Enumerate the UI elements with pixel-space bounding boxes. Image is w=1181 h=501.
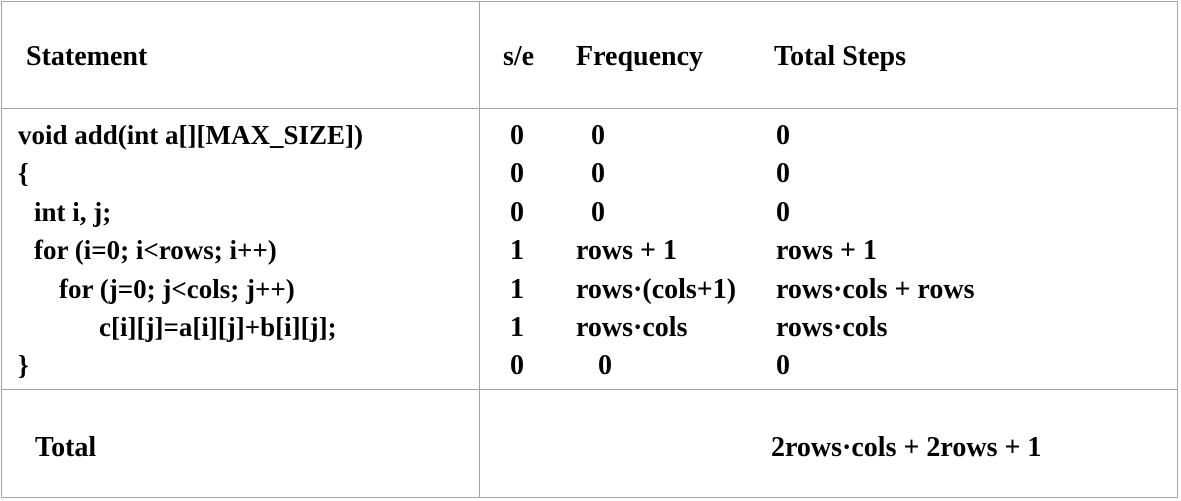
table-row-statement: void add(int a[][MAX_SIZE]) (18, 120, 364, 150)
total-label: Total (35, 432, 97, 463)
table-row-statement: } (18, 350, 29, 380)
table-row-total: 0 (776, 120, 790, 151)
table-row-frequency: rows + 1 (576, 235, 677, 266)
table-row-frequency: 0 (591, 120, 605, 151)
column-divider (479, 1, 480, 498)
table-row-frequency: 0 (591, 158, 605, 189)
total-value: 2rows·cols + 2rows + 1 (771, 432, 1042, 463)
header-divider (1, 108, 1178, 109)
table-row-se: 1 (510, 312, 524, 343)
table-row-statement: for (j=0; j<cols; j++) (59, 274, 295, 304)
table-row-total: rows·cols + rows (776, 274, 975, 305)
table-row-frequency: rows·(cols+1) (576, 274, 737, 305)
table-row-total: 0 (776, 350, 790, 381)
table-row-frequency: 0 (598, 350, 612, 381)
table-row-statement: int i, j; (34, 197, 112, 227)
table-row-se: 1 (510, 235, 524, 266)
table-row-se: 0 (510, 197, 524, 228)
header-frequency: Frequency (576, 41, 704, 72)
header-total-steps: Total Steps (774, 41, 907, 72)
table-row-statement: c[i][j]=a[i][j]+b[i][j]; (99, 312, 337, 342)
table-row-frequency: rows·cols (576, 312, 688, 343)
header-statement: Statement (26, 41, 148, 72)
footer-divider (1, 389, 1178, 390)
table-row-statement: { (18, 158, 29, 188)
table-row-total: 0 (776, 158, 790, 189)
table-row-total: 0 (776, 197, 790, 228)
table-row-se: 0 (510, 120, 524, 151)
table-row-frequency: 0 (591, 197, 605, 228)
header-se: s/e (503, 41, 535, 72)
table-row-se: 0 (510, 350, 524, 381)
table-row-total: rows + 1 (776, 235, 877, 266)
table-row-se: 0 (510, 158, 524, 189)
table-row-total: rows·cols (776, 312, 888, 343)
table-row-statement: for (i=0; i<rows; i++) (34, 235, 277, 265)
table-row-se: 1 (510, 274, 524, 305)
